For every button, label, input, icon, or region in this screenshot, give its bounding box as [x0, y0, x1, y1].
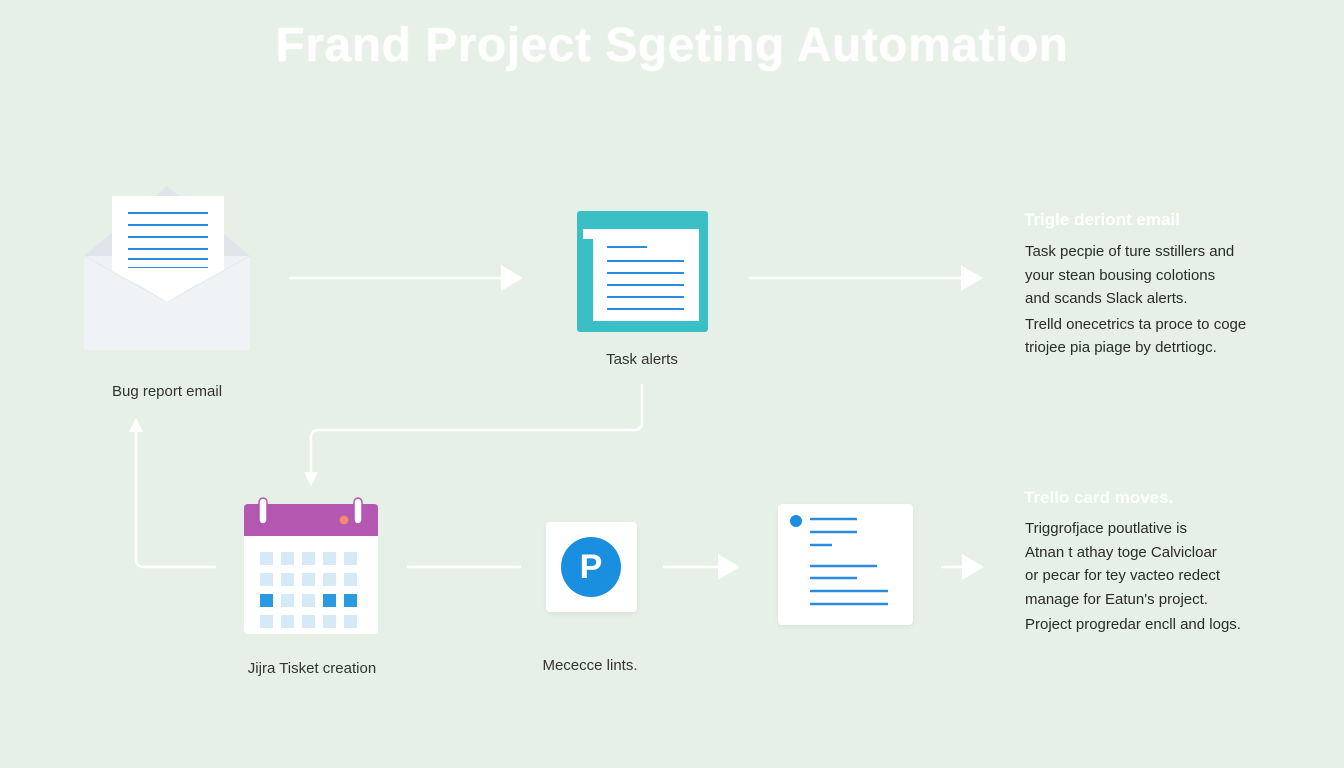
side-top-line: Task pecpie of ture sstillers and	[1025, 243, 1235, 260]
jira-ticket-label: Jijra Tisket creation	[247, 660, 377, 677]
calendar-icon	[244, 496, 378, 634]
calendar-cell	[344, 615, 357, 628]
calendar-cell	[302, 594, 315, 607]
side-top-line: your stean bousing colotions	[1025, 266, 1216, 284]
calendar-cell	[260, 552, 273, 565]
side-top-line: Trelld onecetrics ta proce to coge	[1025, 315, 1247, 333]
side-bottom-line: manage for Eatun's project.	[1025, 590, 1208, 608]
p-badge-icon	[561, 537, 621, 597]
p-badge-card: P	[546, 522, 637, 612]
bug-report-label: Bug report email	[111, 383, 223, 400]
side-bottom-heading: Trello card moves.	[1024, 488, 1174, 507]
page-title: Frand Project Sgeting Automation	[275, 19, 1069, 72]
calendar-cell	[344, 573, 357, 586]
message-lints-label: Mececce lints.	[542, 657, 638, 674]
arrow-doc-to-calendar	[309, 383, 644, 480]
side-bottom-line: Atnan t athay toge Calvicloar	[1025, 543, 1217, 561]
calendar-cell	[302, 573, 315, 586]
side-top-line: and scands Slack alerts.	[1025, 290, 1188, 307]
side-bottom-line: or pecar for tey vacteo redect	[1025, 567, 1221, 584]
arrow-calendar-to-envelope	[134, 426, 217, 569]
side-bottom-text: Triggrofjace poutlative is Atnan t athay…	[1025, 517, 1241, 637]
side-top-heading: Trigle deriont email	[1024, 210, 1180, 229]
calendar-cell	[344, 552, 357, 565]
task-alerts-label: Task alerts	[606, 351, 678, 368]
envelope-icon	[82, 184, 252, 352]
calendar-cell	[281, 573, 294, 586]
side-top-line: triojee pia piage by detrtiogc.	[1025, 339, 1217, 356]
calendar-cell	[302, 615, 315, 628]
side-top-text: Task pecpie of ture sstillers and your s…	[1025, 240, 1246, 360]
calendar-cell	[323, 573, 336, 586]
calendar-cell	[260, 615, 273, 628]
calendar-cell	[302, 552, 315, 565]
p-badge-letter: P	[579, 548, 603, 586]
calendar-cell	[281, 615, 294, 628]
calendar-cell	[281, 594, 294, 607]
calendar-cell	[281, 552, 294, 565]
document-icon	[577, 211, 708, 332]
card-icon	[778, 504, 913, 625]
calendar-cell	[260, 594, 273, 607]
calendar-cell	[260, 573, 273, 586]
calendar-cell	[323, 552, 336, 565]
calendar-cell	[323, 615, 336, 628]
side-bottom-line: Triggrofjace poutlative is	[1025, 520, 1188, 537]
calendar-cell	[323, 594, 336, 607]
side-bottom-line: Project progredar encll and logs.	[1025, 616, 1241, 633]
calendar-cell	[344, 594, 357, 607]
